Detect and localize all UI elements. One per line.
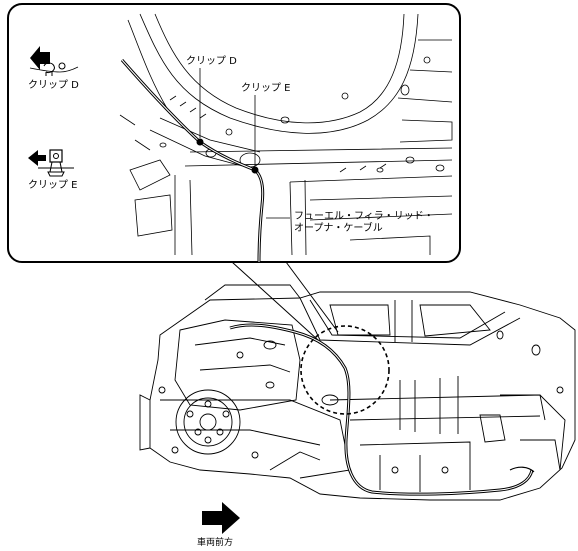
clip-d-top-label: クリップ D bbox=[186, 56, 237, 67]
clip-e-top-label: クリップ E bbox=[241, 83, 291, 94]
cable-label-line1: フューエル・フィラ・リッド・ bbox=[294, 211, 434, 222]
clip-d-marker bbox=[196, 68, 204, 146]
vehicle-cable bbox=[229, 323, 535, 496]
fuel-lid-opener-cable-label: フューエル・フィラ・リッド・ オープナ・ケーブル bbox=[294, 211, 434, 235]
detail-body-panel bbox=[119, 13, 453, 256]
vehicle-body bbox=[139, 284, 576, 501]
vehicle-front-label: 車両前方 bbox=[197, 538, 234, 548]
callout-pointer bbox=[231, 261, 339, 341]
detail-callout bbox=[7, 3, 461, 263]
clip-d-icon bbox=[29, 46, 79, 76]
clip-e-marker bbox=[251, 95, 259, 174]
clip-e-side-label: クリップ E bbox=[28, 180, 78, 191]
detail-frame bbox=[7, 3, 461, 263]
clip-e-icon bbox=[28, 149, 74, 177]
arrow-right-icon bbox=[202, 502, 240, 534]
clip-d-side-label: クリップ D bbox=[28, 80, 79, 91]
cable-label-line2: オープナ・ケーブル bbox=[294, 223, 383, 234]
detail-highlight-circle bbox=[300, 325, 390, 415]
